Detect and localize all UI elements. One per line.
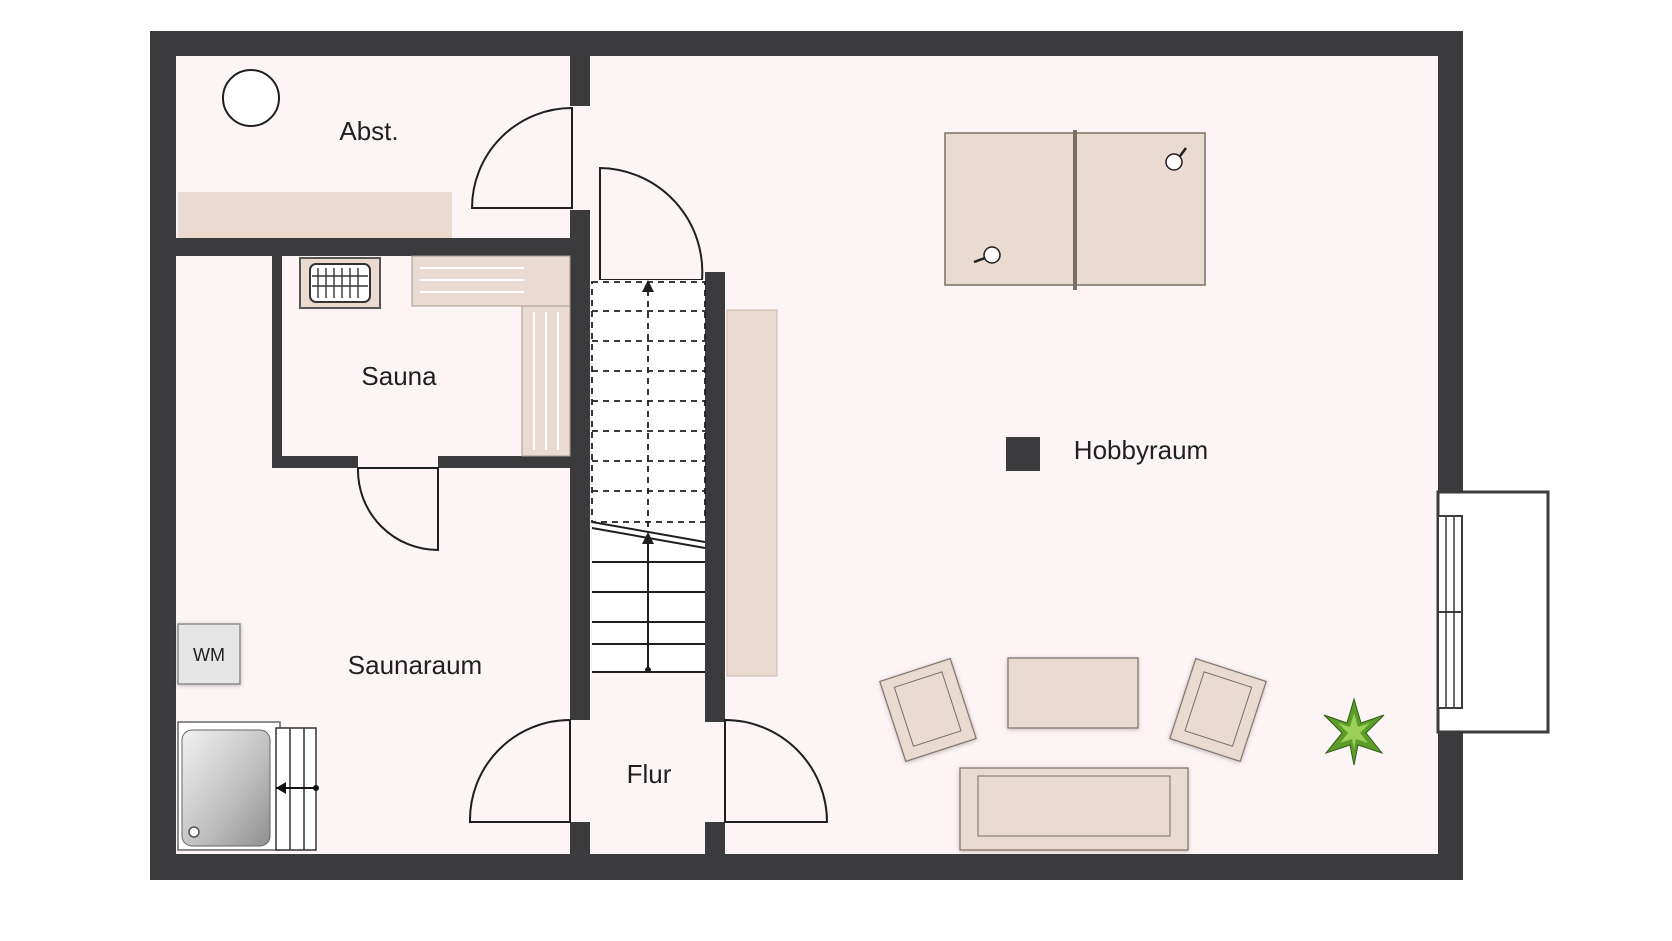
armchair-left: [879, 657, 977, 763]
coffee-table: [1007, 657, 1139, 729]
washing-machine: WM: [177, 623, 241, 685]
balcony: [1436, 490, 1550, 734]
room-label-sauna-room: Saunaraum: [348, 650, 482, 680]
hallway-door-right: [724, 718, 829, 823]
support-column: [1006, 437, 1040, 471]
outer-walls: [150, 31, 1463, 880]
staircase: [591, 280, 706, 673]
chimney-icon: [222, 69, 280, 127]
stair-top-door: [599, 166, 704, 281]
sofa: [959, 767, 1189, 851]
washing-machine-label: WM: [193, 645, 225, 665]
table-tennis-table-icon: [944, 130, 1206, 290]
storage-shelf: [178, 192, 452, 238]
room-label-storage: Abst.: [339, 116, 398, 146]
interior-walls: [176, 56, 725, 854]
shower-tray-icon: [177, 721, 319, 851]
room-label-hallway: Flur: [627, 759, 672, 789]
plant-icon: [1323, 697, 1385, 766]
armchair-right: [1169, 657, 1267, 763]
sideboard: [726, 309, 778, 677]
hallway-door-left: [468, 718, 571, 823]
room-label-sauna: Sauna: [361, 361, 437, 391]
sauna-bench-top: [411, 255, 571, 307]
sauna-bench-side: [521, 305, 571, 457]
room-label-hobby-room: Hobbyraum: [1074, 435, 1208, 465]
sauna-stove-icon: [299, 257, 381, 309]
sauna-door: [356, 467, 439, 552]
storage-door: [470, 106, 573, 209]
